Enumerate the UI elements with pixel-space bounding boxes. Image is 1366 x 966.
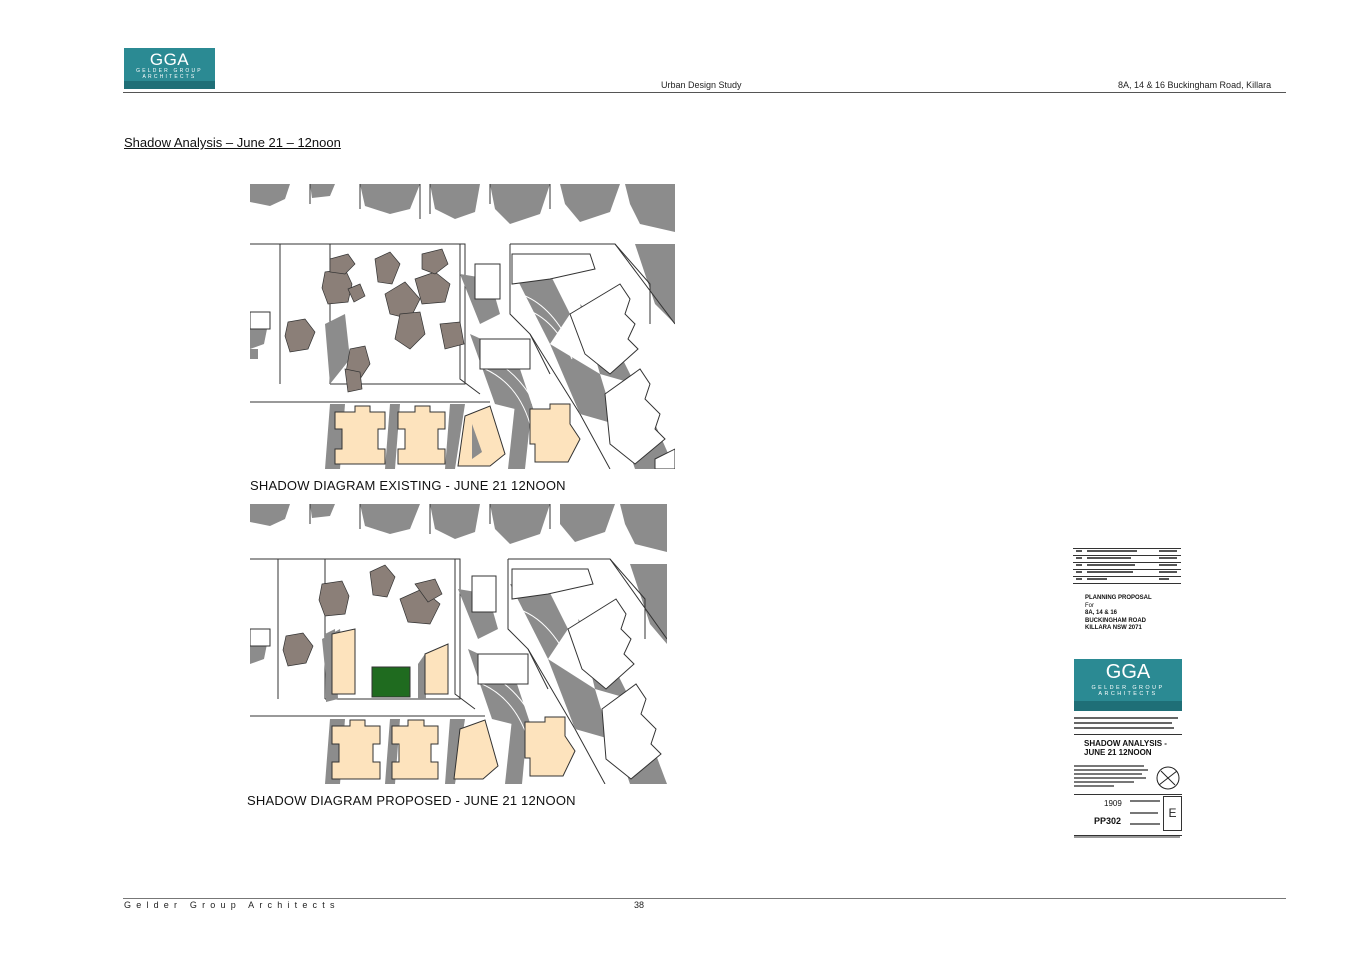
planning-proposal-block: PLANNING PROPOSAL For 8A, 14 & 16 BUCKIN… [1085, 595, 1152, 633]
shadow-diagram-existing [250, 184, 675, 469]
scale-line [1130, 812, 1158, 814]
proposed-diagram-caption: SHADOW DIAGRAM PROPOSED - JUNE 21 12NOON [247, 793, 576, 808]
footer-firm-name: Gelder Group Architects [124, 900, 340, 910]
page-title: Shadow Analysis – June 21 – 12noon [124, 135, 341, 150]
revision-table [1073, 548, 1181, 584]
page-number: 38 [634, 900, 645, 910]
project-number: 1909 [1104, 799, 1122, 808]
proposal-address-line3: KILLARA NSW 2071 [1085, 625, 1142, 631]
existing-diagram-caption: SHADOW DIAGRAM EXISTING - JUNE 21 12NOON [250, 478, 566, 493]
issue-line [1130, 823, 1160, 825]
title-block-rule-2 [1074, 794, 1182, 795]
logo-subtext: GELDER GROUP ARCHITECTS [136, 68, 203, 80]
sheet-title-line2: JUNE 21 12NOON [1084, 748, 1152, 757]
proposal-title: PLANNING PROPOSAL [1085, 595, 1152, 601]
title-block-fine-print [1074, 836, 1180, 838]
document-title: Urban Design Study [661, 80, 742, 90]
title-block-logo-subtext: GELDER GROUP ARCHITECTS [1091, 685, 1165, 697]
firm-contact-lines [1074, 716, 1182, 729]
title-block-logo-mark: GGA [1105, 661, 1151, 683]
sheet-title-line1: SHADOW ANALYSIS - [1084, 739, 1167, 748]
shadow-diagram-proposed [250, 504, 667, 784]
sheet-title: SHADOW ANALYSIS - JUNE 21 12NOON [1084, 739, 1167, 757]
logo-mark: GGA [149, 50, 190, 69]
revision-box: E [1163, 796, 1182, 831]
project-address: 8A, 14 & 16 Buckingham Road, Killara [1118, 80, 1272, 90]
title-block-logo: GGA GELDER GROUP ARCHITECTS [1074, 659, 1182, 711]
header-rule [123, 92, 1286, 93]
gga-logo: GGA GELDER GROUP ARCHITECTS [124, 48, 215, 89]
north-arrow-icon [1156, 766, 1180, 790]
title-block-rule [1074, 734, 1182, 735]
proposal-address-line1: 8A, 14 & 16 [1085, 610, 1118, 616]
title-block-logo-band [1074, 701, 1182, 711]
proposal-for: For [1085, 602, 1094, 609]
drawing-number: PP302 [1094, 816, 1122, 826]
proposal-address-line2: BUCKINGHAM ROAD [1085, 617, 1146, 624]
footer-rule [123, 898, 1286, 899]
title-block-rule-3 [1074, 835, 1182, 836]
logo-band [124, 81, 215, 89]
copyright-note-lines [1074, 764, 1152, 790]
date-line [1130, 800, 1160, 802]
